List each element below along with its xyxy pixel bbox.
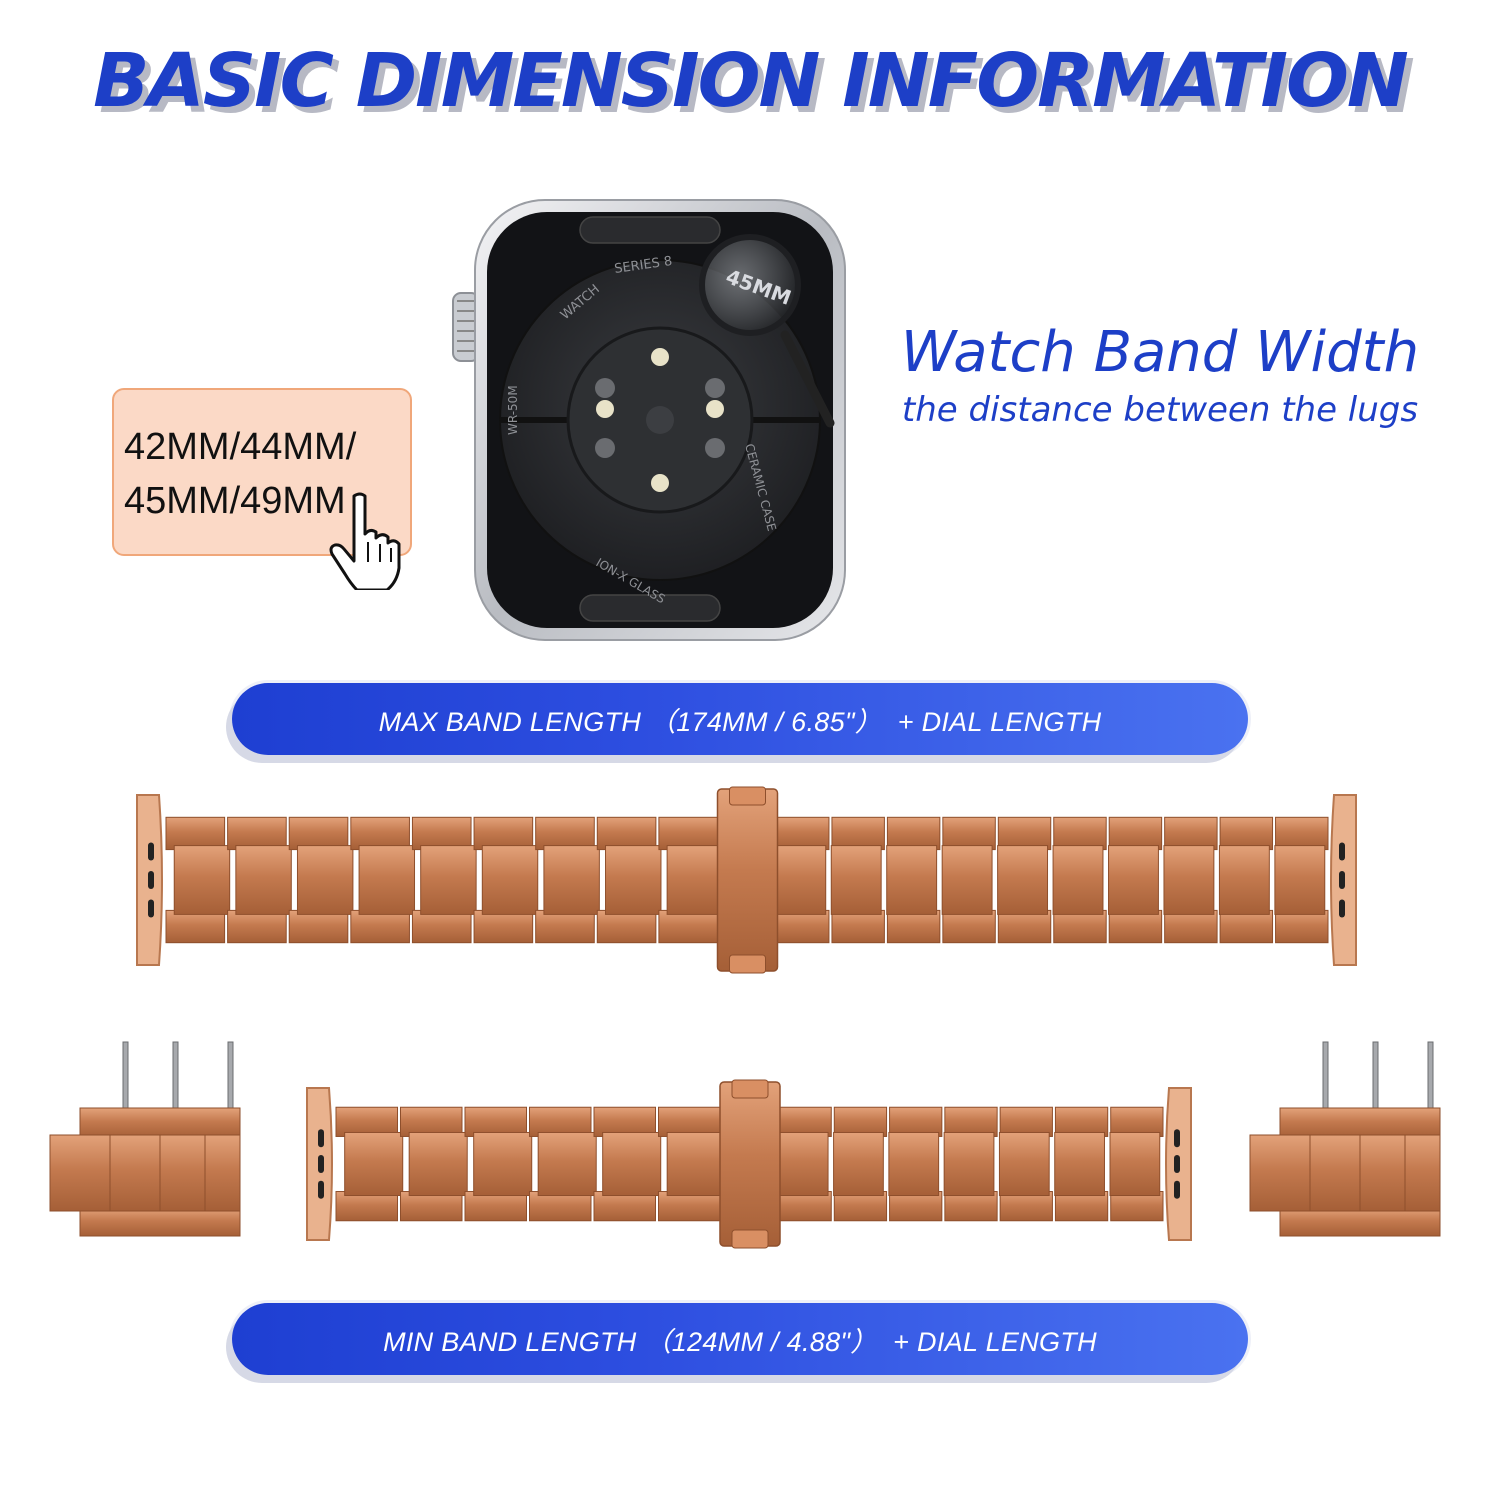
max-band-length-label: MAX BAND LENGTH （174MM / 6.85"） + DIAL L…	[232, 683, 1248, 755]
min-band-text: MIN BAND LENGTH （124MM / 4.88"） + DIAL L…	[383, 1326, 1097, 1357]
band-max-image	[136, 786, 1357, 974]
max-band-text: MAX BAND LENGTH （174MM / 6.85"） + DIAL L…	[378, 706, 1102, 737]
watch-back-image: WATCH SERIES 8 WR-50M ION-X GLASS CERAMI…	[452, 199, 846, 641]
size-badge: 42MM/44MM/ 45MM/49MM	[112, 388, 414, 590]
band-width-title: Watch Band Width	[900, 320, 1420, 385]
size-text: 42MM/44MM/ 45MM/49MM	[124, 420, 414, 528]
svg-text:WR-50M: WR-50M	[506, 385, 520, 435]
removed-links-right-image	[1249, 1041, 1441, 1237]
size-line-2: 45MM/49MM	[124, 480, 346, 522]
page-title: BASIC DIMENSION INFORMATION	[93, 38, 1409, 124]
band-width-subtitle: the distance between the lugs	[901, 390, 1419, 430]
size-line-1: 42MM/44MM/	[124, 426, 357, 468]
magnifier-icon: 45MM	[699, 234, 835, 428]
hand-pointer-icon	[329, 492, 401, 590]
band-min-image	[306, 1079, 1192, 1249]
removed-links-left-image	[49, 1041, 241, 1237]
min-band-length-label: MIN BAND LENGTH （124MM / 4.88"） + DIAL L…	[232, 1303, 1248, 1375]
